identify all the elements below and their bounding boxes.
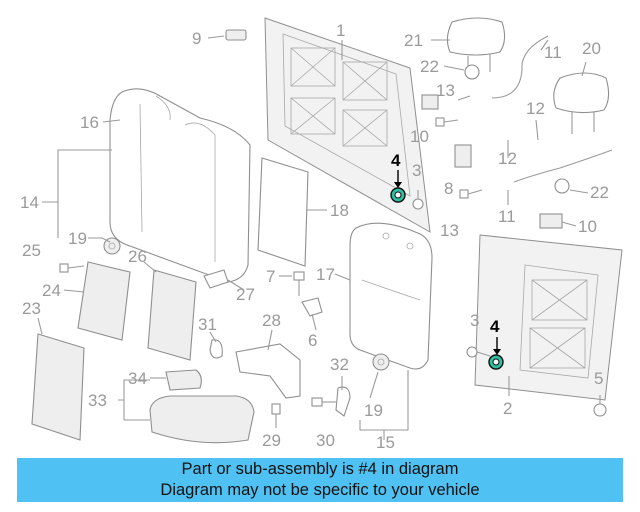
highlighted-part-4-lower	[488, 354, 504, 370]
callout-26: 26	[128, 247, 147, 266]
part-4-arrows	[394, 170, 501, 355]
highlighted-part-4-upper	[390, 187, 406, 203]
callout-labels: 1 2 3 3 4 4 5 6 7 8 9 10 10 11 11 12 12 …	[20, 21, 609, 452]
part-31-hinge	[209, 339, 223, 359]
callout-3-lower: 3	[470, 311, 479, 330]
callout-16: 16	[80, 113, 99, 132]
callout-12-lower: 12	[498, 149, 517, 168]
pad-part-18	[257, 157, 309, 267]
callout-19-lower: 19	[364, 401, 383, 420]
part-10-switch-upper	[421, 94, 439, 110]
part-22-guide-upper	[464, 64, 480, 80]
part-22-guide-lower	[554, 178, 570, 194]
cover-part-17	[349, 222, 433, 370]
callout-15: 15	[376, 433, 395, 452]
caption-line-2: Diagram may not be specific to your vehi…	[160, 481, 480, 499]
callout-9: 9	[192, 29, 201, 48]
callout-28: 28	[262, 311, 281, 330]
bolt-part-5	[593, 395, 607, 417]
part-27-pin	[203, 269, 229, 289]
part-28-bracket	[235, 343, 301, 399]
bolt-part-13-upper	[435, 117, 459, 127]
callout-31: 31	[198, 315, 217, 334]
caption-banner: Part or sub-assembly is #4 in diagram Di…	[17, 458, 623, 502]
release-cable-lower	[513, 149, 613, 183]
callout-4-lower: 4	[490, 317, 500, 336]
callout-13-upper: 13	[436, 81, 455, 100]
callout-27: 27	[236, 285, 255, 304]
callout-8: 8	[444, 179, 453, 198]
callout-18: 18	[330, 201, 349, 220]
bolt-part-3-upper	[412, 190, 424, 210]
callout-33: 33	[88, 391, 107, 410]
bolt-part-25	[59, 263, 85, 273]
callout-13-lower: 13	[440, 221, 459, 240]
part-34-cupholder	[165, 369, 202, 391]
bolt-part-29	[271, 403, 281, 428]
part-6-clip	[301, 297, 323, 317]
callout-10-upper: 10	[410, 127, 429, 146]
parts-diagram: 1 2 3 3 4 4 5 6 7 8 9 10 10 11 11 12 12 …	[20, 17, 623, 452]
callout-25: 25	[22, 241, 41, 260]
callout-34: 34	[128, 369, 147, 388]
callout-3-upper: 3	[412, 161, 421, 180]
bolt-part-3-lower	[466, 346, 491, 358]
callout-14: 14	[20, 193, 39, 212]
callout-20: 20	[582, 39, 601, 58]
part-32-latch	[335, 386, 351, 417]
callout-11-upper: 11	[544, 43, 562, 62]
callout-22-upper: 22	[420, 57, 439, 76]
release-cable-upper	[491, 35, 549, 99]
callout-4-upper: 4	[391, 151, 401, 170]
part-9-clip	[225, 29, 247, 41]
callout-5: 5	[594, 369, 603, 388]
leader-lines	[37, 35, 589, 440]
callout-1: 1	[336, 21, 345, 40]
seatback-cover	[109, 88, 251, 283]
part-10-switch-lower	[539, 213, 563, 229]
callout-21: 21	[404, 31, 423, 50]
callout-17: 17	[316, 265, 335, 284]
callout-23: 23	[22, 299, 41, 318]
callout-6: 6	[308, 331, 317, 350]
part-23-panel	[31, 333, 85, 441]
callout-24: 24	[42, 281, 61, 300]
bolt-part-13-lower	[459, 189, 483, 199]
callout-19-upper: 19	[68, 229, 87, 248]
part-8-latch	[454, 144, 472, 168]
callout-7: 7	[266, 267, 275, 286]
callout-10-lower: 10	[578, 217, 597, 236]
caption-line-1: Part or sub-assembly is #4 in diagram	[181, 460, 459, 478]
callout-32: 32	[330, 355, 349, 374]
bolt-part-30	[311, 397, 336, 407]
callout-22-lower: 22	[590, 183, 609, 202]
callout-12-upper: 12	[526, 99, 545, 118]
part-26-panel	[147, 269, 197, 361]
callout-11-lower: 11	[498, 207, 516, 226]
part-24-panel	[77, 261, 131, 341]
part-19-washer-upper	[103, 237, 121, 255]
callout-30: 30	[316, 431, 335, 450]
bolt-part-7	[293, 271, 305, 296]
part-33-armrest	[149, 395, 255, 444]
callout-2: 2	[503, 399, 512, 418]
seatback-frame-upper	[264, 17, 431, 233]
callout-29: 29	[262, 431, 281, 450]
seatback-frame-lower	[474, 234, 623, 401]
part-19-washer-lower	[372, 353, 390, 371]
headrest-20	[553, 72, 610, 134]
